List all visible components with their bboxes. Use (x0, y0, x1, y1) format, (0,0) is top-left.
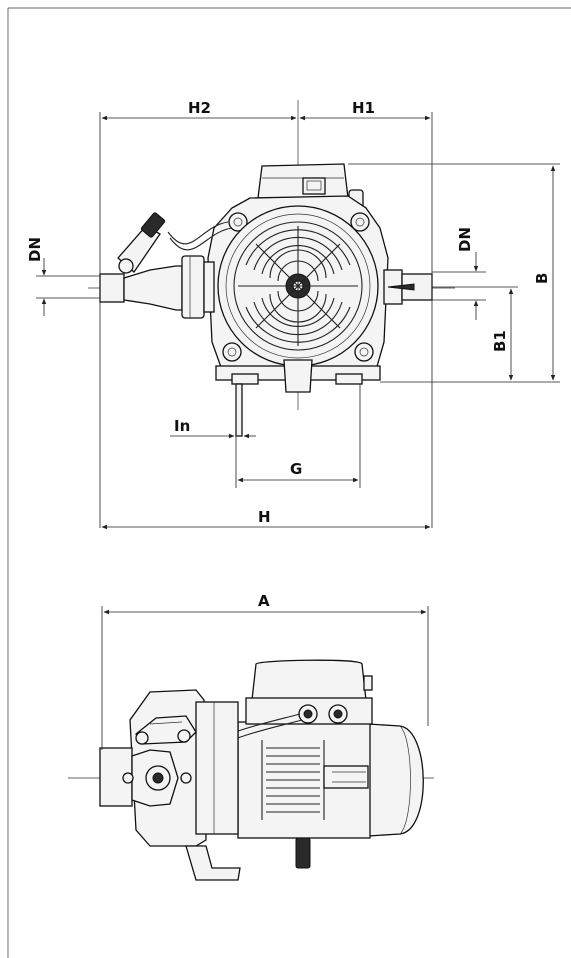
side-view: A (68, 592, 434, 881)
label-g: G (290, 460, 302, 478)
dimension-b: B (348, 163, 560, 383)
dimension-dn-right: DN (432, 227, 486, 320)
dimension-a: A (101, 592, 429, 750)
page-frame (7, 7, 571, 958)
label-h2: H2 (188, 99, 211, 117)
pump-base (215, 359, 381, 437)
motor-rear-cover (367, 723, 424, 837)
label-h1: H1 (352, 99, 375, 117)
label-b: B (533, 273, 551, 284)
dimension-g: G (235, 384, 361, 488)
side-terminal-box (199, 659, 373, 755)
label-h: H (258, 508, 271, 526)
dimension-b1: B1 (432, 286, 518, 381)
dimension-h: H (101, 508, 431, 530)
label-in: In (174, 417, 190, 435)
dimension-h2-h1: H2 H1 (99, 99, 433, 528)
label-dn-left: DN (26, 237, 44, 262)
label-b1: B1 (491, 330, 509, 352)
label-a: A (258, 592, 270, 610)
discharge-connection (383, 269, 433, 305)
front-view: H2 H1 DN DN B B (26, 99, 560, 530)
dimension-in: In (170, 417, 256, 439)
label-dn-right: DN (456, 227, 474, 252)
motor-body (237, 721, 371, 869)
pump-casing (99, 689, 241, 881)
dimension-dn-left: DN (26, 237, 100, 316)
suction-connection (99, 212, 233, 319)
fan-grille (238, 226, 358, 346)
